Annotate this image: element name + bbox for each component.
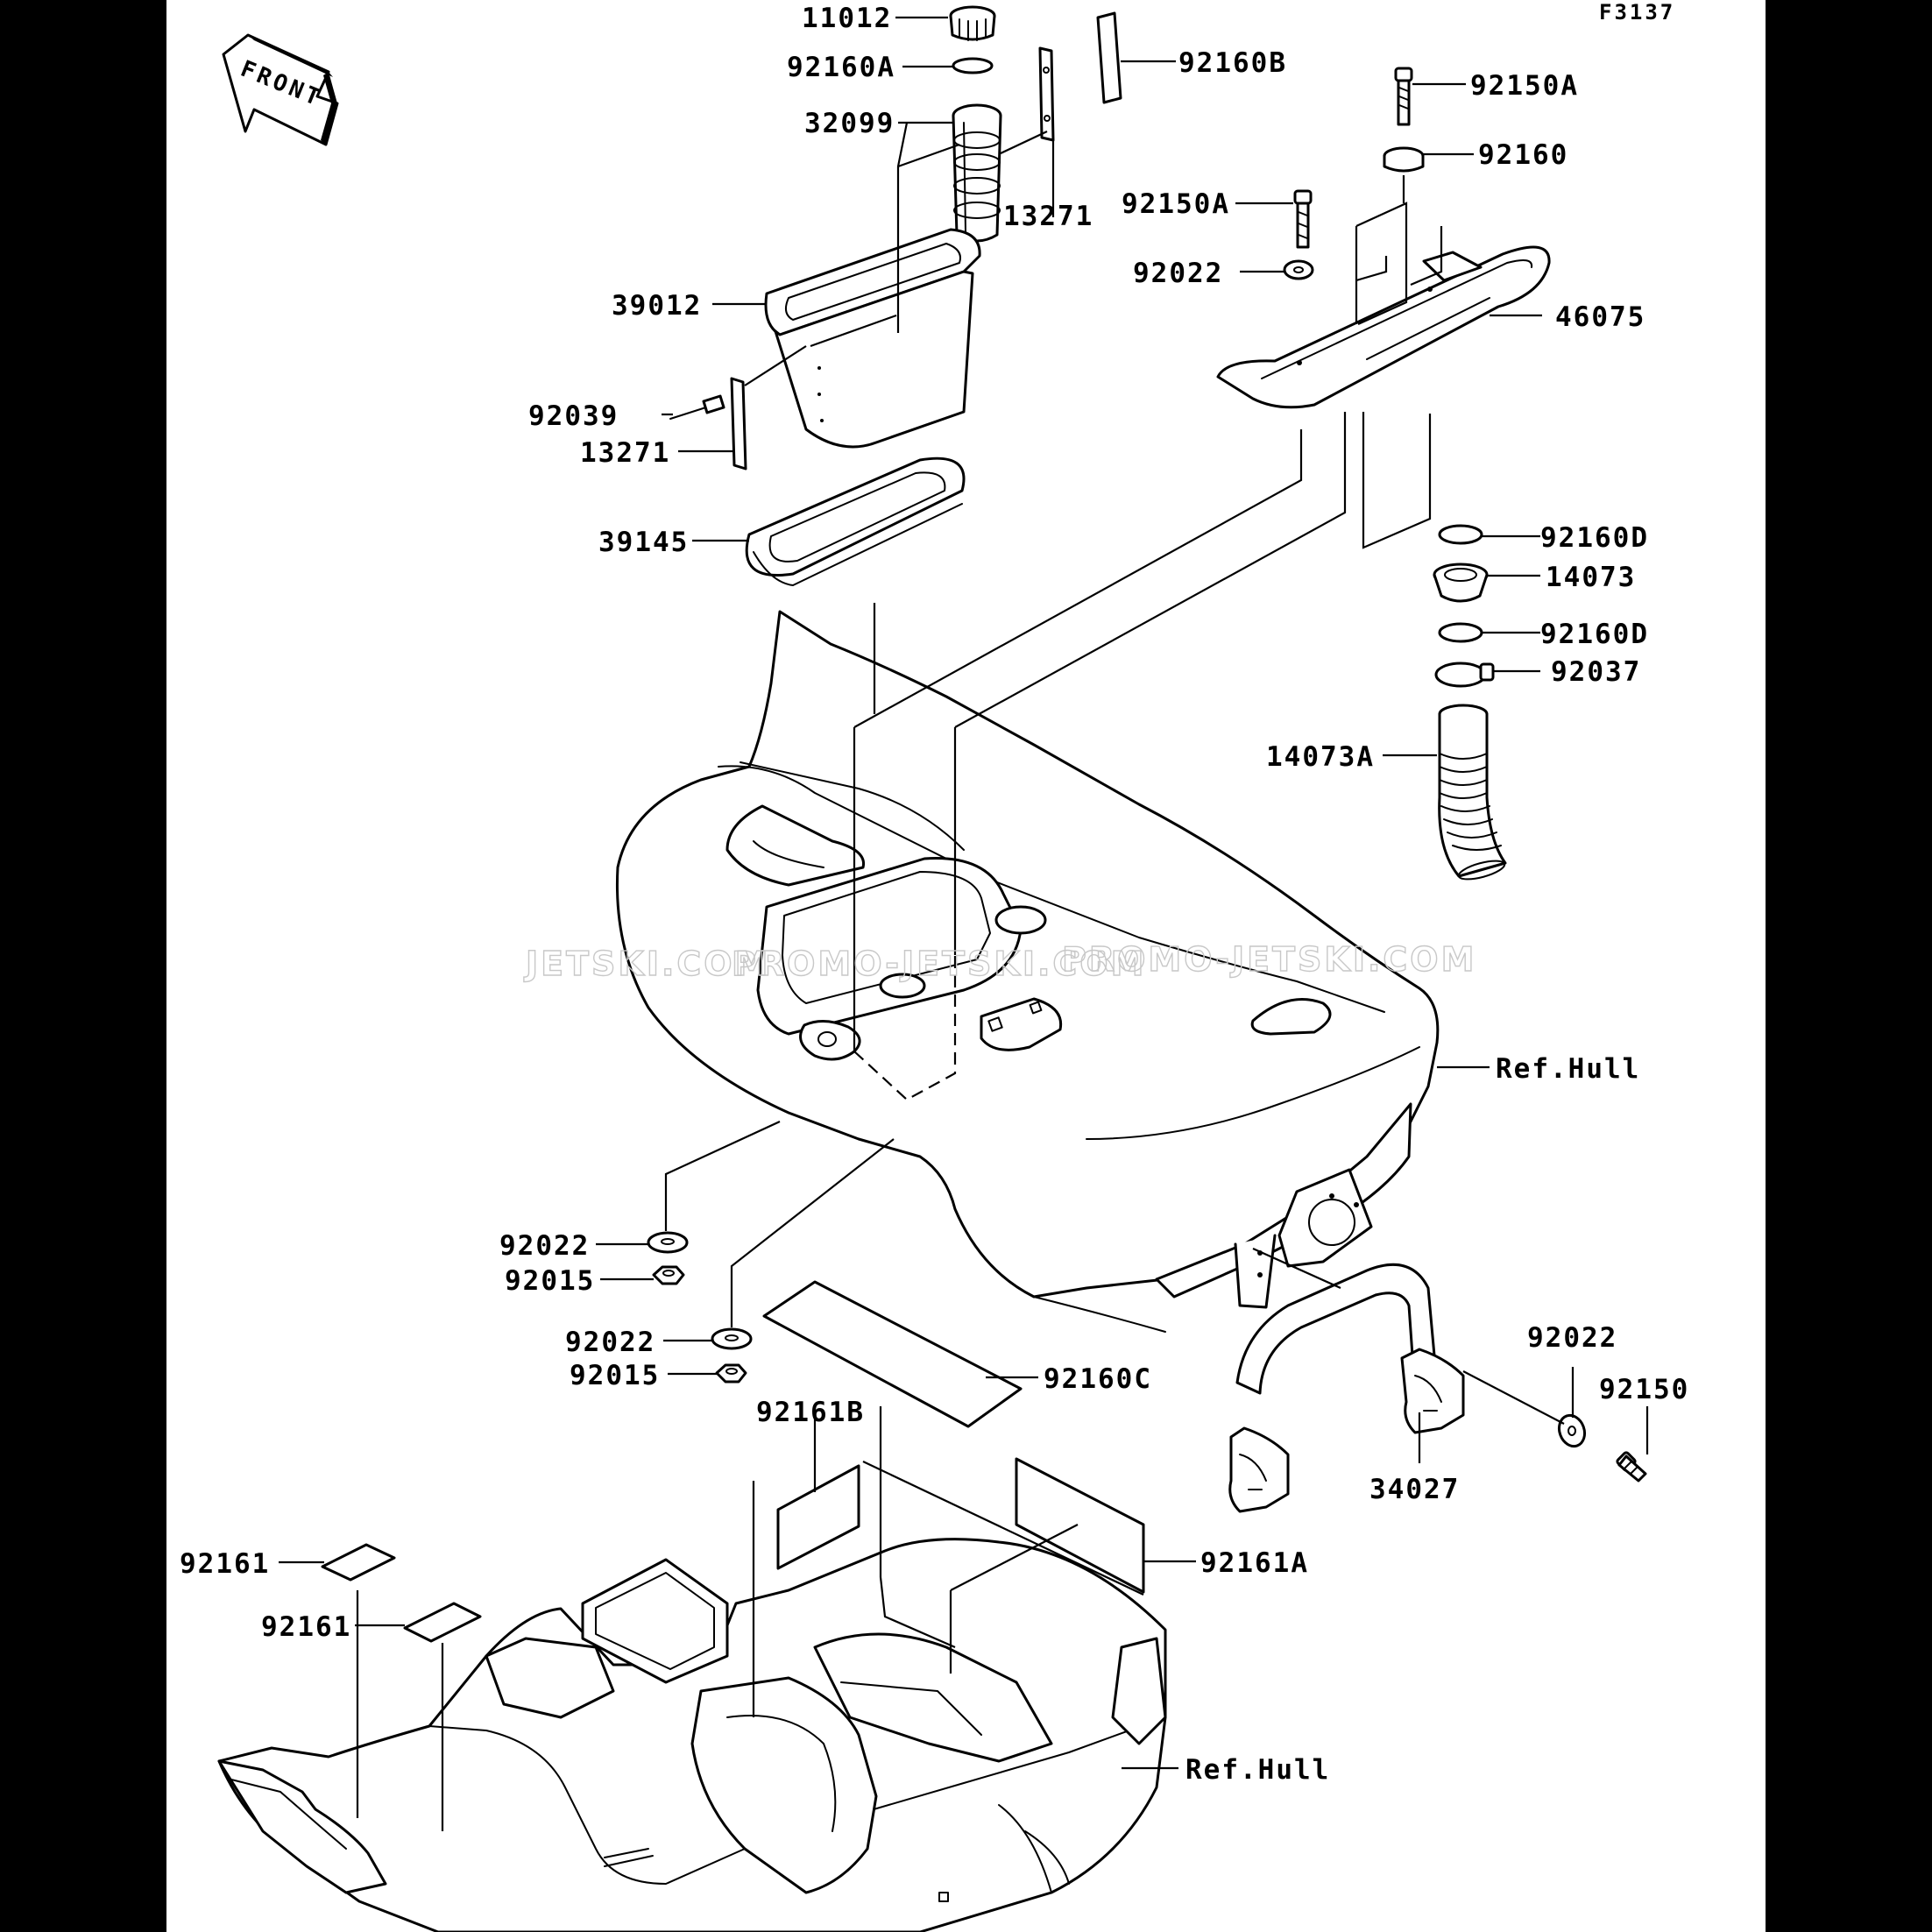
callout-39145: 39145: [598, 527, 689, 558]
callout-92022-right: 92022: [1527, 1322, 1617, 1354]
part-92022-washer-left1: [647, 1231, 689, 1254]
part-92160-spacer: [1383, 146, 1425, 173]
part-46075-grab-handle: [1216, 245, 1551, 409]
callout-labels: 11012 92160A 32099 92160B 92150A 92160 1…: [180, 3, 1689, 1786]
callout-92160B: 92160B: [1178, 47, 1287, 79]
callout-92150A-top: 92150A: [1470, 70, 1579, 102]
watermark-2: PROMO-JETSKI.COM: [732, 945, 1146, 983]
diagram-sheet: FRONT F3137: [166, 0, 1766, 1932]
callout-92160C: 92160C: [1044, 1363, 1152, 1395]
part-92150-bolt-right: [1616, 1451, 1647, 1483]
callout-92161B: 92161B: [756, 1397, 865, 1428]
part-92015-nut-left1: [652, 1265, 685, 1285]
callout-92150A-mid: 92150A: [1122, 188, 1230, 220]
part-39145-seal-frame: [745, 456, 966, 586]
callout-92160D-upper: 92160D: [1540, 522, 1649, 554]
callout-14073A: 14073A: [1266, 741, 1375, 773]
part-92037-clamp: [1434, 662, 1495, 688]
part-92039-pin: [669, 394, 725, 420]
callout-92160A: 92160A: [787, 52, 895, 83]
callout-92037: 92037: [1551, 656, 1641, 688]
callout-92015-left2: 92015: [570, 1360, 660, 1391]
callout-ref-hull-lower: Ref.Hull: [1185, 1754, 1330, 1786]
part-92022-washer-top: [1283, 259, 1314, 280]
part-92161B-decal: [776, 1464, 860, 1570]
part-34027-tow-handle: [1228, 1263, 1465, 1513]
callout-92022-top: 92022: [1133, 258, 1223, 289]
part-13271-upper-bracket: [1038, 46, 1055, 142]
callout-46075: 46075: [1555, 301, 1645, 333]
part-13271-lower-bracket: [730, 377, 747, 471]
callout-34027: 34027: [1369, 1474, 1460, 1505]
callout-11012: 11012: [802, 3, 892, 34]
callout-92161-a: 92161: [180, 1548, 270, 1580]
lower-hull-floor: [217, 1538, 1167, 1932]
callout-92161-b: 92161: [261, 1611, 351, 1643]
callout-92022-left1: 92022: [499, 1230, 590, 1262]
callout-32099: 32099: [804, 108, 895, 139]
part-92161-decal-b: [403, 1602, 482, 1643]
callout-92039: 92039: [528, 400, 619, 432]
callout-14073: 14073: [1546, 562, 1636, 593]
part-32099-pipe: [952, 103, 1002, 243]
part-11012-cap: [949, 5, 996, 41]
part-92160D-ring-upper: [1438, 524, 1483, 545]
part-92161-decal-a: [321, 1543, 396, 1582]
part-92150A-bolt-top: [1394, 67, 1413, 126]
exploded-parts-diagram: FRONT F3137: [180, 0, 1689, 1932]
part-92161A-decal: [1015, 1457, 1145, 1594]
part-92160D-ring-lower: [1438, 622, 1483, 643]
callout-92160D-lower: 92160D: [1540, 619, 1649, 650]
part-39012-storage-box: [764, 228, 981, 449]
callout-92022-left2: 92022: [565, 1327, 655, 1358]
callout-ref-hull-upper: Ref.Hull: [1496, 1053, 1640, 1085]
watermark-3: PROMO-JETSKI.COM: [1062, 940, 1476, 979]
part-92160C-mat: [762, 1280, 1023, 1428]
callout-13271-upper: 13271: [1003, 201, 1093, 232]
front-direction-arrow: FRONT: [222, 33, 339, 146]
callout-13271-lower: 13271: [580, 437, 670, 469]
part-92160B-pad: [1096, 11, 1122, 104]
part-92015-nut-left2: [715, 1363, 747, 1384]
callout-92160: 92160: [1478, 139, 1568, 171]
part-92150A-bolt-mid: [1293, 189, 1313, 249]
leader-lines: [279, 16, 1649, 1831]
part-92160A-gasket: [952, 57, 994, 74]
callout-92015-left1: 92015: [505, 1265, 595, 1297]
figure-code: F3137: [1599, 0, 1675, 25]
callout-92161A: 92161A: [1200, 1547, 1309, 1579]
callout-92150: 92150: [1599, 1374, 1689, 1405]
callout-39012: 39012: [612, 290, 702, 322]
part-92022-washer-right: [1557, 1413, 1587, 1448]
watermark-1: JETSKI.COM: [523, 945, 770, 983]
part-14073A-hose: [1438, 704, 1507, 881]
part-14073-fitting: [1433, 563, 1489, 603]
part-92022-washer-left2: [711, 1327, 753, 1350]
